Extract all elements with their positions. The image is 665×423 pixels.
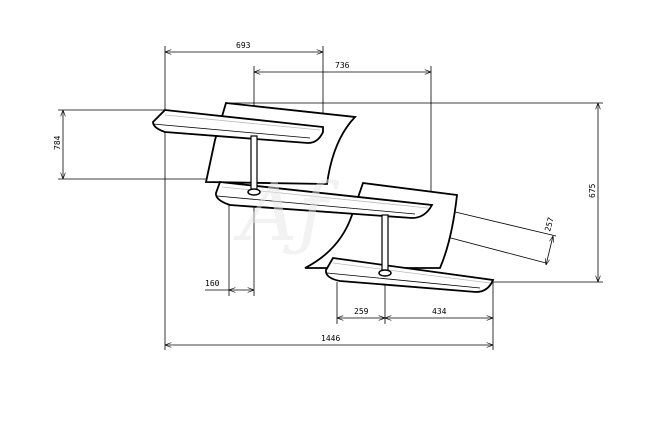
bottom-shelf bbox=[325, 257, 495, 293]
dimension-lines bbox=[63, 52, 598, 345]
dim-label: 160 bbox=[205, 279, 220, 288]
dim-label: 693 bbox=[236, 41, 251, 50]
dim-label: 784 bbox=[53, 135, 62, 150]
dim-label: 257 bbox=[543, 216, 555, 232]
middle-shelf bbox=[215, 181, 434, 219]
dim-label: 675 bbox=[588, 183, 597, 198]
support-post bbox=[378, 214, 392, 277]
dim-label: 736 bbox=[335, 61, 350, 70]
extension-lines bbox=[58, 46, 603, 350]
support-post bbox=[247, 135, 261, 196]
dim-label: 1446 bbox=[321, 334, 340, 343]
dim-label: 434 bbox=[432, 307, 447, 316]
watermark-logo: Aƒ bbox=[233, 166, 340, 259]
dim-label: 259 bbox=[354, 307, 369, 316]
